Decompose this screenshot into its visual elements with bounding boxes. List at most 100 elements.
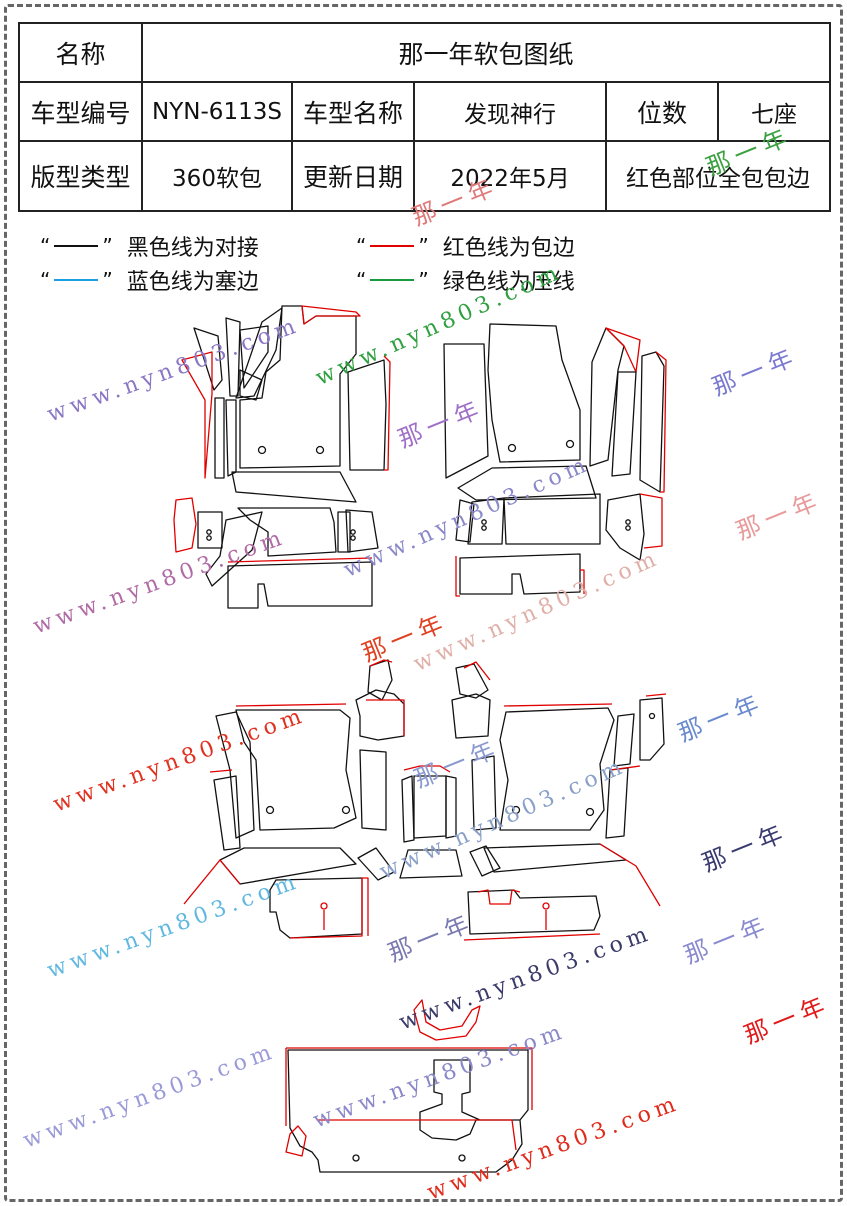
name-label: 名称 [18,22,143,83]
spec-table: 名称 那一年软包图纸 车型编号 NYN-6113S 车型名称 发现神行 位数 七… [18,22,832,212]
pattern-piece [225,317,241,397]
pattern-piece [345,509,379,553]
legend-black-text: 黑色线为对接 [126,236,259,261]
pattern-piece [609,765,641,771]
mounting-hole [265,805,275,815]
name-value: 那一年软包图纸 [140,22,832,83]
pattern-piece [205,511,263,587]
mounting-hole [341,805,351,815]
note-value: 红色部位全包包边 [604,140,832,212]
type-value: 360软包 [141,140,293,212]
mounting-hole [511,805,521,815]
mounting-hole [625,525,631,531]
pattern-piece [455,499,475,543]
mounting-hole [206,529,212,535]
seats-value: 七座 [716,81,832,142]
pattern-piece [369,659,393,667]
black-line-swatch [54,245,99,247]
model-code-label: 车型编号 [18,81,143,142]
pattern-group-front-right [443,323,667,597]
pattern-piece [499,707,615,831]
seats-label: 位数 [605,81,719,142]
pattern-piece [639,697,665,761]
mounting-hole [315,445,325,455]
pattern-piece [457,465,597,501]
mounting-hole [625,519,631,525]
pattern-piece [287,1049,529,1173]
pattern-group-rear [183,659,667,941]
mounting-hole [350,535,356,541]
pattern-group-trunk [285,999,533,1173]
mounting-hole [481,519,487,525]
pattern-piece [487,323,581,463]
pattern-piece [355,689,405,741]
pattern-piece [605,493,645,561]
page-border [4,4,843,1202]
legend-red: “” 红色线为包边 [356,230,575,262]
green-line-swatch [370,279,415,281]
mounting-hole [585,807,595,817]
type-label: 版型类型 [18,140,143,212]
date-value: 2022年5月 [413,140,607,212]
pattern-piece [214,397,225,479]
pattern-group-front-left [173,305,391,609]
mounting-hole [507,443,517,453]
pattern-piece [237,507,337,557]
legend-green: “” 绿色线为压线 [356,264,575,296]
pattern-piece [225,399,237,477]
pattern-piece [227,561,373,609]
pattern-piece [399,849,463,879]
pattern-piece [483,843,627,873]
pattern-piece [455,663,489,699]
mounting-hole [320,902,328,910]
pattern-piece [469,845,501,877]
legend-green-text: 绿色线为压线 [442,270,575,295]
legend-blue-text: 蓝色线为塞边 [126,270,259,295]
pattern-piece [455,556,585,597]
pattern-piece [285,1125,307,1157]
pattern-piece [318,1119,517,1151]
pattern-piece [183,859,241,905]
pattern-piece [213,775,241,851]
pattern-piece [613,713,635,767]
pattern-piece [357,847,395,881]
pattern-piece [639,351,665,493]
mounting-hole [257,445,267,455]
mounting-hole [350,529,356,535]
pattern-piece [301,305,361,325]
pattern-piece [467,497,505,545]
pattern-piece [403,765,451,773]
pattern-piece [639,493,663,549]
pattern-piece [239,369,263,401]
pattern-piece [599,843,661,907]
pattern-piece [181,351,213,479]
pattern-piece [451,693,491,739]
pattern-piece [367,659,393,701]
pattern-piece [359,749,387,831]
pattern-piece [459,553,581,595]
mounting-hole [565,439,575,449]
pattern-piece [347,359,387,471]
legend-blue: “” 蓝色线为塞边 [40,264,259,296]
pattern-piece [503,493,601,545]
pattern-piece [285,1047,533,1126]
pattern-piece [231,471,357,503]
pattern-piece [401,775,415,843]
mounting-hole [458,1154,466,1162]
pattern-piece [413,999,481,1041]
legend-black: “” 黑色线为对接 [40,230,259,262]
pattern-piece [289,877,369,939]
pattern-piece [467,889,601,935]
pattern-piece [197,511,223,549]
mounting-hole [542,902,550,910]
model-code-value: NYN-6113S [141,81,293,142]
pattern-piece [611,371,637,477]
pattern-piece [227,557,373,563]
date-label: 更新日期 [291,140,415,212]
red-line-swatch [370,245,415,247]
legend-red-text: 红色线为包边 [442,236,575,261]
pattern-piece [645,693,667,697]
pattern-piece [463,661,491,681]
pattern-piece [235,703,347,707]
